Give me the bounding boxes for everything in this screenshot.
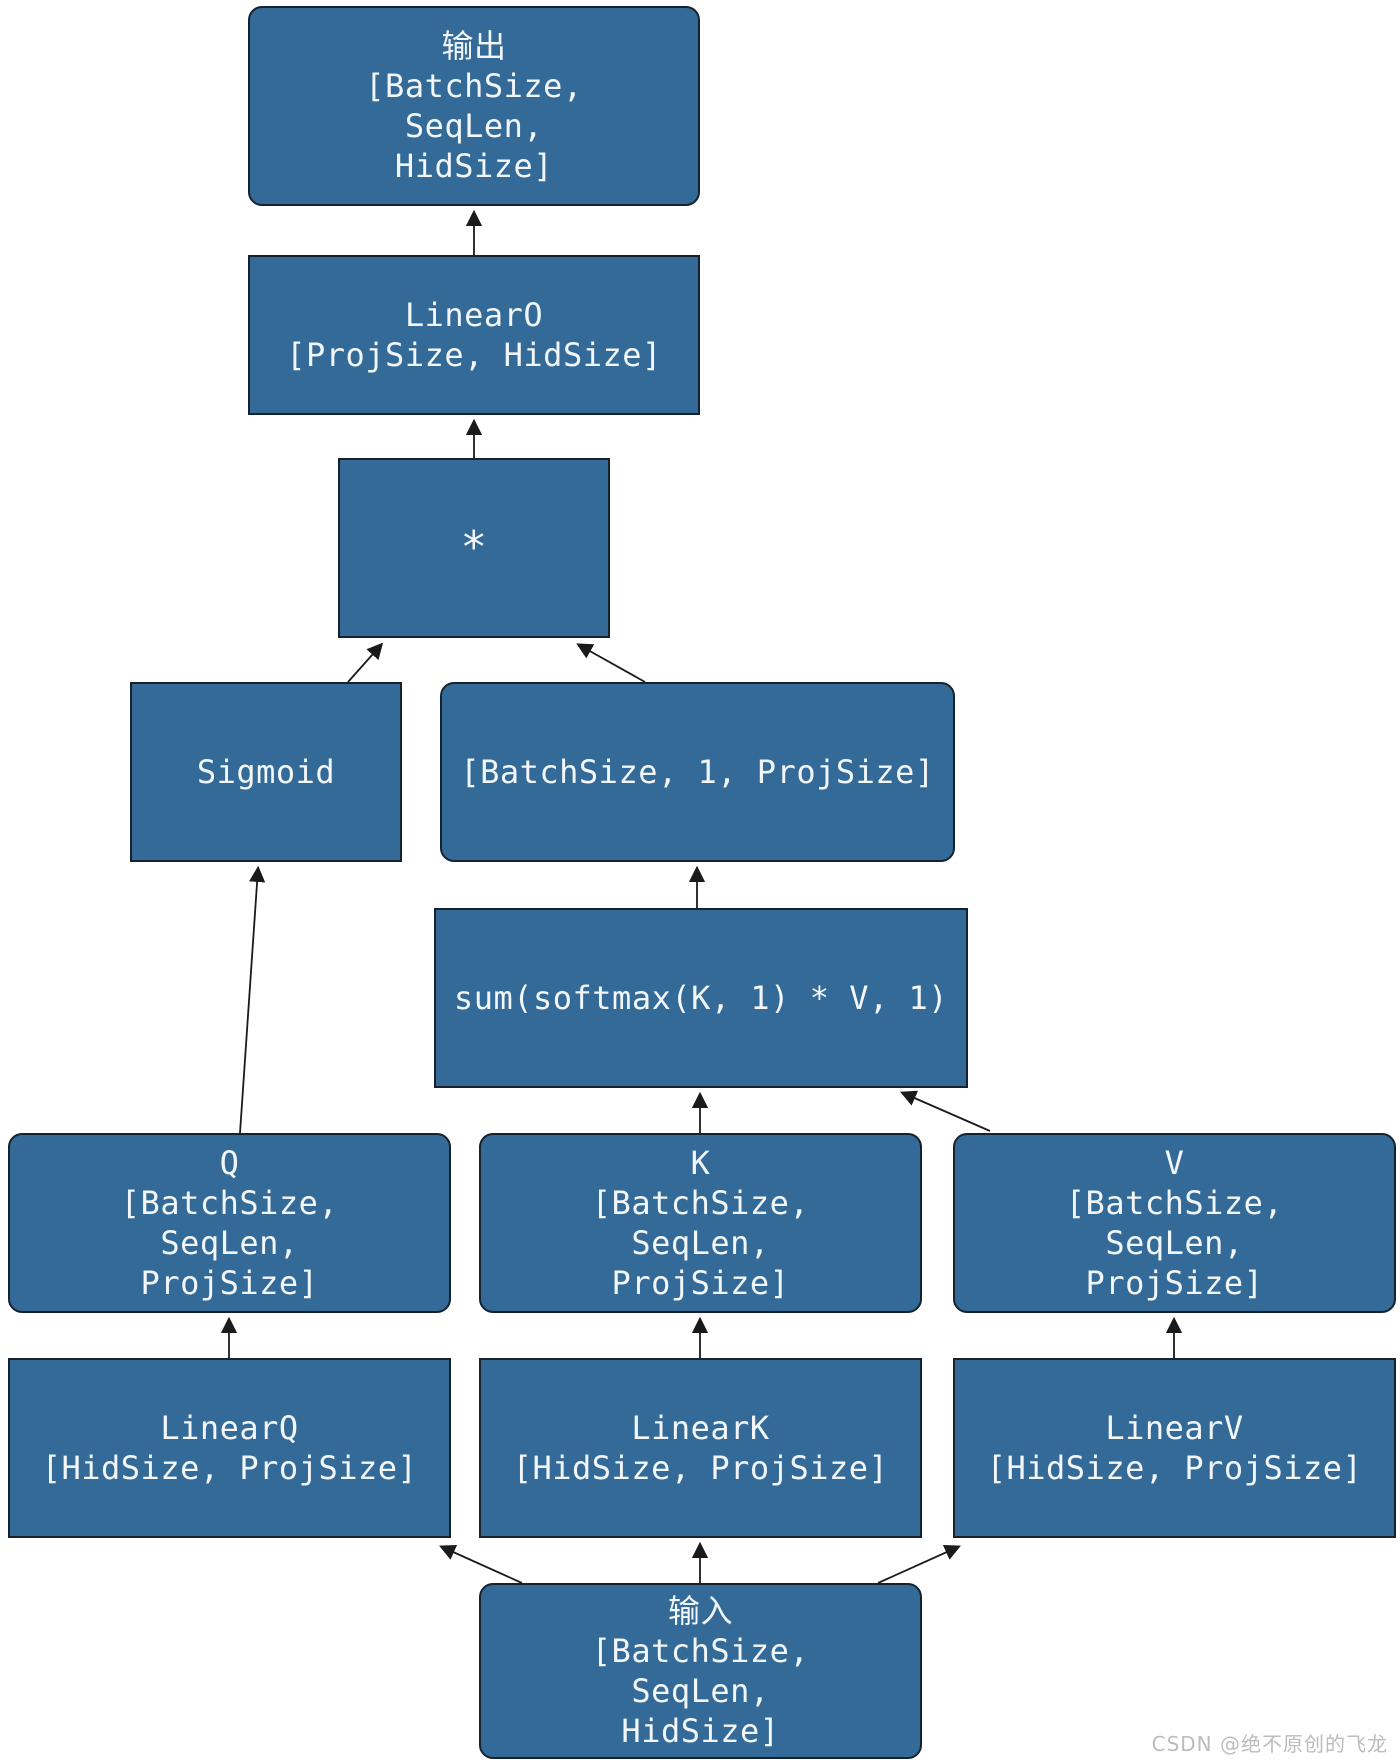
node-pooled-shape-label: [BatchSize, 1, ProjSize] — [460, 753, 935, 791]
node-linear-q-label: LinearQ [HidSize, ProjSize] — [41, 1409, 418, 1487]
node-linear-q: LinearQ [HidSize, ProjSize] — [8, 1358, 451, 1538]
node-input-label: 输入 [BatchSize, SeqLen, HidSize] — [591, 1592, 810, 1750]
node-sum-softmax-label: sum(softmax(K, 1) * V, 1) — [453, 979, 949, 1017]
node-linear-o-label: LinearO [ProjSize, HidSize] — [286, 296, 662, 374]
node-q: Q [BatchSize, SeqLen, ProjSize] — [8, 1133, 451, 1313]
edge-q-to-sigmoid — [239, 865, 266, 1134]
edge-v-to-sum — [900, 1090, 991, 1132]
node-multiply-label: * — [460, 522, 488, 573]
node-output-label: 输出 [BatchSize, SeqLen, HidSize] — [365, 27, 583, 185]
edge-pooled-to-multiply — [576, 643, 646, 683]
node-linear-v: LinearV [HidSize, ProjSize] — [953, 1358, 1396, 1538]
node-q-label: Q [BatchSize, SeqLen, ProjSize] — [120, 1144, 339, 1302]
watermark-text: CSDN @绝不原创的飞龙 — [1151, 1732, 1388, 1756]
node-linear-v-label: LinearV [HidSize, ProjSize] — [986, 1409, 1363, 1487]
node-linear-o: LinearO [ProjSize, HidSize] — [248, 255, 700, 415]
node-v-label: V [BatchSize, SeqLen, ProjSize] — [1065, 1144, 1284, 1302]
node-linear-k: LinearK [HidSize, ProjSize] — [479, 1358, 922, 1538]
node-multiply: * — [338, 458, 610, 638]
node-sum-softmax: sum(softmax(K, 1) * V, 1) — [434, 908, 968, 1088]
node-k: K [BatchSize, SeqLen, ProjSize] — [479, 1133, 922, 1313]
node-output: 输出 [BatchSize, SeqLen, HidSize] — [248, 6, 700, 206]
node-k-label: K [BatchSize, SeqLen, ProjSize] — [591, 1144, 810, 1302]
edge-input-to-linear-v — [877, 1544, 961, 1584]
node-input: 输入 [BatchSize, SeqLen, HidSize] — [479, 1583, 922, 1759]
node-linear-k-label: LinearK [HidSize, ProjSize] — [512, 1409, 889, 1487]
edge-sigmoid-to-multiply — [347, 642, 384, 683]
edge-input-to-linear-q — [439, 1544, 523, 1584]
node-sigmoid-label: Sigmoid — [196, 753, 336, 791]
node-sigmoid: Sigmoid — [130, 682, 402, 862]
node-pooled-shape: [BatchSize, 1, ProjSize] — [440, 682, 955, 862]
node-v: V [BatchSize, SeqLen, ProjSize] — [953, 1133, 1396, 1313]
